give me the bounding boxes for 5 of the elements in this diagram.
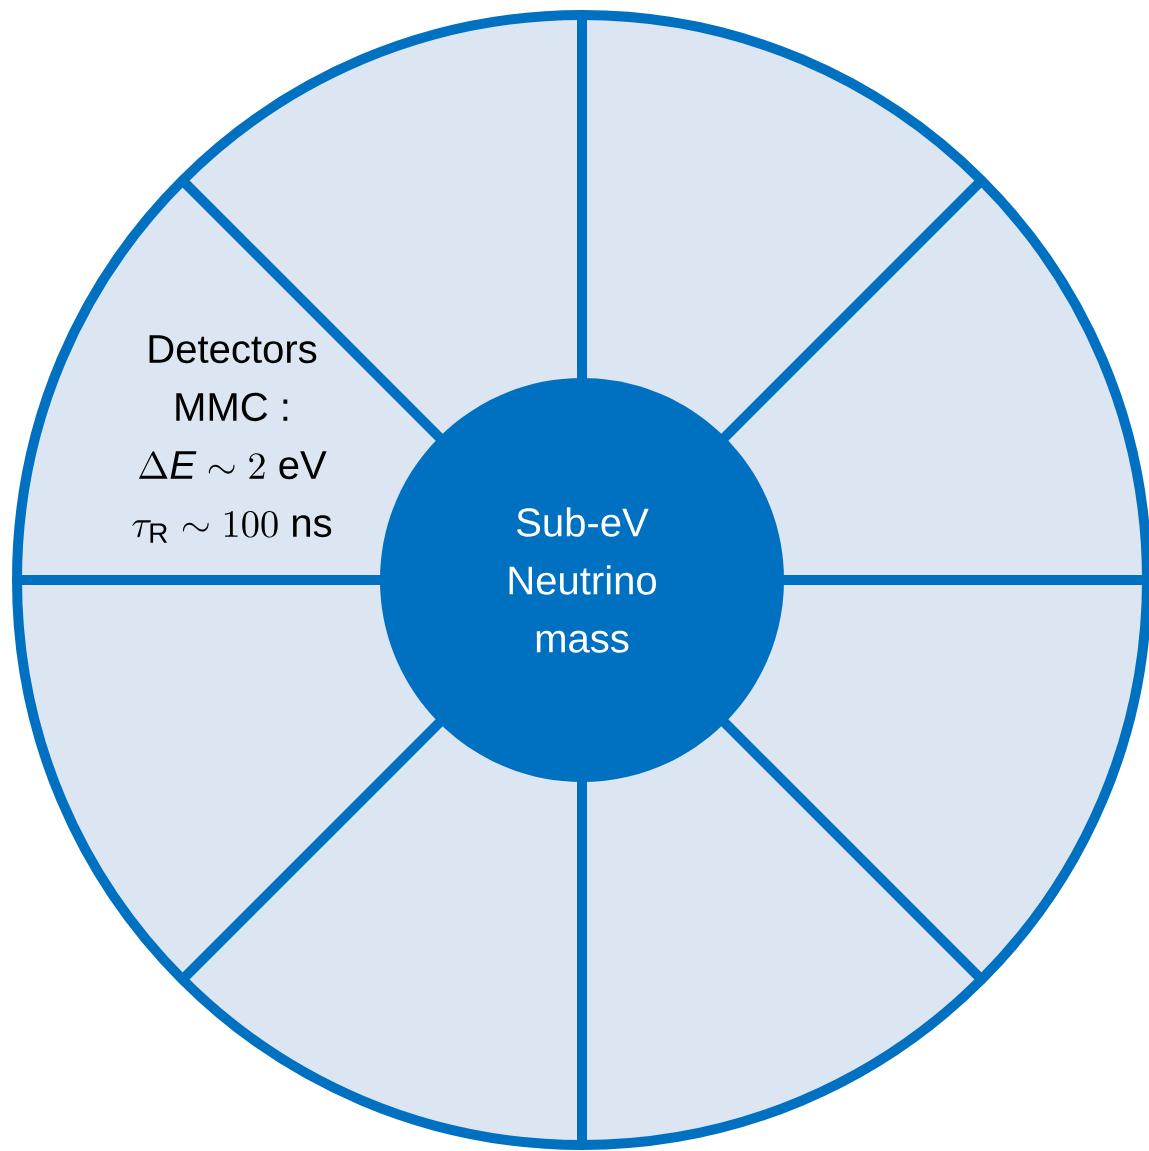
label: $\tau_{\mathrm{R}} \sim 100\ \mathrm{ns}$ [132,511,332,543]
label: Detectors [149,335,317,364]
label: $\Delta\mathit{E} \sim 2\ \mathrm{eV}$ [139,451,327,480]
label: MMC : [176,392,288,422]
sector-text: Detectors MMC : $\Delta\mathit{E} \sim 2\ \mathrm{eV}$ $\tau_{\mathrm{R}} \sim 100\ \mathrm{ns}$ [132,335,332,543]
